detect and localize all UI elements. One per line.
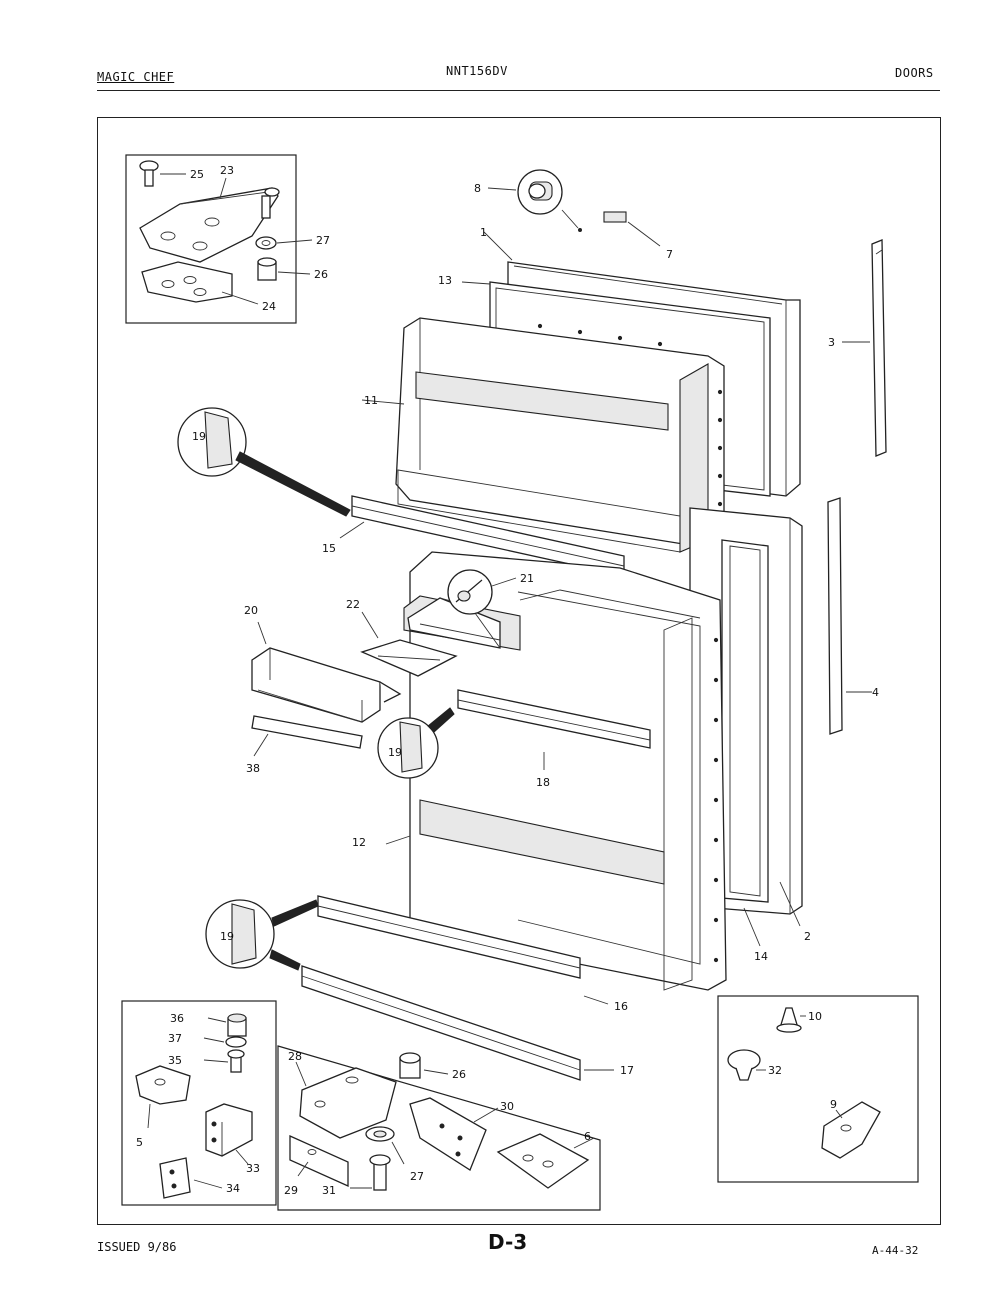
callout-13: 13	[438, 274, 452, 287]
callout-25: 25	[190, 168, 204, 181]
callout-11: 11	[364, 394, 378, 407]
callout-1: 1	[480, 226, 487, 239]
diagram-frame	[97, 117, 941, 1225]
callout-labels: 1 2 3 4 5 6 7 8 9 10 11 12 13 14 15 16 1…	[136, 164, 879, 1197]
callout-26-top: 26	[314, 268, 328, 281]
section-title: DOORS	[895, 66, 934, 80]
callout-29: 29	[284, 1184, 298, 1197]
callout-15: 15	[322, 542, 336, 555]
callout-4: 4	[872, 686, 879, 699]
callout-32: 32	[768, 1064, 782, 1077]
issued-date: ISSUED 9/86	[97, 1240, 177, 1254]
callout-7: 7	[666, 248, 673, 261]
door-shelf-bar	[457, 689, 651, 770]
clip-detail-magnifier	[177, 407, 351, 517]
header-rule	[97, 90, 940, 91]
callout-33: 33	[246, 1162, 260, 1175]
callout-27-bottom: 27	[410, 1170, 424, 1183]
callout-12: 12	[352, 836, 366, 849]
callout-20: 20	[244, 604, 258, 617]
callout-22: 22	[346, 598, 360, 611]
callout-19-top: 19	[192, 430, 206, 443]
callout-35: 35	[168, 1054, 182, 1067]
dairy-shelf-part	[360, 611, 458, 677]
document-code: A-44-32	[872, 1244, 919, 1257]
callout-18: 18	[536, 776, 550, 789]
callout-36: 36	[170, 1012, 184, 1025]
callout-27-top: 27	[316, 234, 330, 247]
callout-26-bottom: 26	[452, 1068, 466, 1081]
callout-17: 17	[620, 1064, 634, 1077]
callout-34: 34	[226, 1182, 240, 1195]
upper-hinge-part	[139, 187, 280, 263]
callout-28: 28	[288, 1050, 302, 1063]
callout-8: 8	[474, 182, 481, 195]
door-stop-part	[603, 211, 661, 247]
callout-19-middle: 19	[388, 746, 402, 759]
page-number: D-3	[488, 1230, 528, 1254]
callout-9: 9	[830, 1098, 837, 1111]
callout-31: 31	[322, 1184, 336, 1197]
dairy-bracket-part	[407, 569, 517, 649]
bottom-shelf-bar	[301, 965, 614, 1081]
callout-14: 14	[754, 950, 768, 963]
callout-3: 3	[828, 336, 835, 349]
dairy-compartment-door	[251, 621, 402, 723]
handle-cap-part	[487, 169, 582, 232]
inset-hardware	[717, 995, 919, 1183]
callout-10: 10	[808, 1010, 822, 1023]
callout-2: 2	[804, 930, 811, 943]
inset-lower-hinge-left	[121, 1000, 277, 1206]
inset-lower-hinge-center	[277, 1045, 601, 1211]
clip-detail-magnifier	[205, 899, 319, 971]
fresh-food-trim-strip	[827, 497, 872, 735]
dairy-trim-strip	[251, 715, 363, 757]
callout-21: 21	[520, 572, 534, 585]
callout-24: 24	[262, 300, 276, 313]
inset-upper-hinge	[125, 154, 313, 324]
callout-38: 38	[246, 762, 260, 775]
brand-label: MAGIC CHEF	[97, 70, 175, 84]
screw-part	[139, 160, 159, 187]
callout-30: 30	[500, 1100, 514, 1113]
clip-detail-magnifier	[377, 707, 455, 779]
freezer-door-panel	[361, 231, 801, 553]
lower-shelf-bar	[317, 895, 609, 1005]
callout-6: 6	[584, 1130, 591, 1143]
model-number: NNT156DV	[446, 64, 508, 78]
callout-23: 23	[220, 164, 234, 177]
callout-16: 16	[614, 1000, 628, 1013]
freezer-trim-strip	[842, 239, 887, 457]
callout-19-bottom: 19	[220, 930, 234, 943]
callout-5: 5	[136, 1136, 143, 1149]
callout-37: 37	[168, 1032, 182, 1045]
